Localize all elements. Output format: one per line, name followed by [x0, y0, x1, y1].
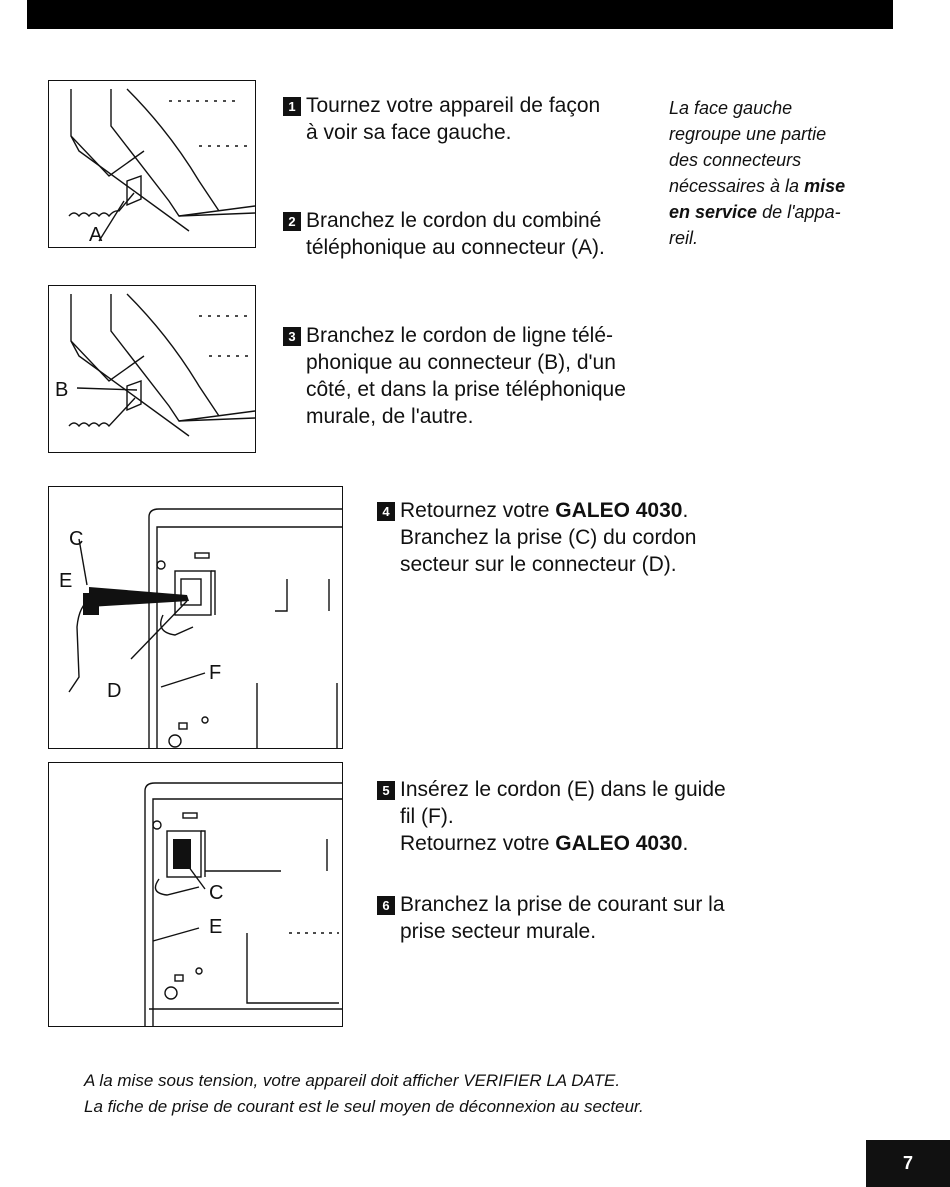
step-1-number: 1 — [283, 97, 301, 116]
figure-label-a: A — [89, 224, 103, 246]
side-note-bold-mise: mise — [804, 176, 846, 196]
step-3-line-1: Branchez le cordon de ligne télé- — [306, 324, 614, 347]
side-note-line-5: de l'appa- — [757, 202, 841, 222]
footer-note-2: La fiche de prise de courant est le seul… — [84, 1097, 644, 1116]
step-1-line-2: à voir sa face gauche. — [306, 121, 512, 144]
side-note-line-2: regroupe une partie — [669, 124, 827, 144]
figure-label-f: F — [209, 662, 221, 684]
figure-cord-guide: C E — [48, 762, 343, 1027]
step-2-line-1: Branchez le cordon du combiné — [306, 209, 602, 232]
device-back-drawing-2: C E — [144, 782, 342, 1026]
step-5-line-2: fil (F). — [400, 805, 454, 828]
step-3-number: 3 — [283, 327, 301, 346]
figure-label-c-2: C — [209, 882, 223, 904]
step-4: 4 Retournez votre GALEO 4030. Branchez la… — [377, 497, 696, 578]
device-left-side-drawing: A — [68, 88, 255, 246]
figure-power-connector: C E D F — [48, 486, 343, 749]
footer-note-1: A la mise sous tension, votre appareil d… — [84, 1071, 621, 1090]
step-5-line-3-pre: Retournez votre — [400, 832, 556, 855]
side-note-line-4: nécessaires à la — [669, 176, 805, 196]
step-3: 3 Branchez le cordon de ligne télé- phoni… — [283, 322, 626, 430]
step-4-model-name: GALEO 4030 — [555, 499, 683, 522]
step-4-line-1-pre: Retournez votre — [400, 499, 556, 522]
step-5: 5 Insérez le cordon (E) dans le guide fil… — [377, 776, 726, 857]
step-2-line-2: téléphonique au connecteur (A). — [306, 236, 605, 259]
step-6-line-2: prise secteur murale. — [400, 920, 597, 943]
figure-label-c: C — [69, 528, 83, 550]
page-number: 7 — [866, 1140, 950, 1187]
figure-line-connector: B — [48, 285, 256, 453]
figure-label-e: E — [59, 570, 72, 592]
top-header-bar — [27, 0, 893, 29]
step-4-line-3: secteur sur le connecteur (D). — [400, 553, 677, 576]
figure-label-d: D — [107, 680, 121, 702]
step-5-model-name: GALEO 4030 — [555, 832, 683, 855]
side-note-line-6: reil. — [669, 228, 699, 248]
footer-notes: A la mise sous tension, votre appareil d… — [84, 1068, 644, 1120]
step-6-line-1: Branchez la prise de courant sur la — [400, 893, 725, 916]
step-1: 1 Tournez votre appareil de façon à voir … — [283, 92, 600, 146]
side-note-bold-en-service: en service — [669, 202, 758, 222]
figure-label-e-2: E — [209, 916, 222, 938]
step-6: 6 Branchez la prise de courant sur la pri… — [377, 891, 725, 945]
step-3-line-2: phonique au connecteur (B), d'un — [306, 351, 616, 374]
step-3-line-4: murale, de l'autre. — [306, 405, 474, 428]
device-back-drawing: C E D F — [59, 508, 342, 748]
side-note: La face gauche regroupe une partie des c… — [669, 95, 884, 251]
side-note-line-1: La face gauche — [669, 98, 793, 118]
step-4-line-2: Branchez la prise (C) du cordon — [400, 526, 697, 549]
step-2: 2 Branchez le cordon du combiné téléphoni… — [283, 207, 605, 261]
step-1-line-1: Tournez votre appareil de façon — [306, 94, 601, 117]
device-left-side-drawing-2: B — [55, 293, 255, 437]
step-5-line-1: Insérez le cordon (E) dans le guide — [400, 778, 726, 801]
figure-handset-connector: A — [48, 80, 256, 248]
step-5-line-3-post: . — [682, 832, 689, 855]
step-2-number: 2 — [283, 212, 301, 231]
step-4-line-1-post: . — [682, 499, 689, 522]
step-3-line-3: côté, et dans la prise téléphonique — [306, 378, 626, 401]
figure-label-b: B — [55, 379, 68, 401]
step-4-number: 4 — [377, 502, 395, 521]
step-6-number: 6 — [377, 896, 395, 915]
side-note-line-3: des connecteurs — [669, 150, 802, 170]
step-5-number: 5 — [377, 781, 395, 800]
